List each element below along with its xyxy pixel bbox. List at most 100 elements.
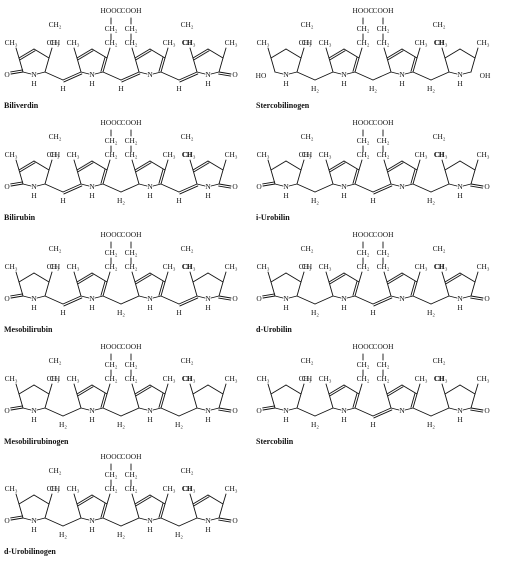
double-bond-line [120, 71, 140, 81]
ring-nh-hydrogen-label: H [341, 415, 347, 424]
double-bond-line [179, 73, 199, 83]
bond-line [270, 160, 287, 171]
bond-line [470, 281, 476, 297]
carboxyl-hooc-label: HOOC [353, 342, 374, 351]
bond-line [192, 384, 209, 395]
end-ring-methyl-label: CH₃ [5, 374, 18, 383]
bond-line [134, 57, 140, 73]
double-bond-line [62, 71, 82, 81]
bond-line [138, 407, 148, 411]
double-bond-line [410, 280, 416, 296]
bond-line [314, 295, 334, 305]
methine-h-label: H [176, 84, 182, 93]
bond-line [383, 383, 388, 395]
double-bond-line [77, 274, 94, 285]
bond-line [120, 517, 140, 527]
oxo-label: O [4, 406, 10, 415]
bond-line [178, 517, 198, 527]
end-ring-ch-label: CH [182, 484, 193, 493]
end-ring-methyl-label: CH₃ [225, 484, 238, 493]
end-ring-ch-label: CH [182, 150, 193, 159]
bond-line [73, 271, 78, 283]
carbonyl-bond [218, 519, 232, 523]
bond-line [390, 183, 400, 187]
carbonyl-bond [470, 409, 484, 413]
bond-line [325, 271, 330, 283]
ring-substituent-label: CH₃ [435, 374, 448, 383]
end-ring-ch2-label: CH₂ [433, 244, 446, 253]
bond-line [152, 183, 162, 187]
bond-line [267, 159, 272, 171]
ring-substituent-label: CH₃ [47, 38, 60, 47]
end-ring-ch-label: CH [302, 262, 313, 271]
double-bond-line [62, 295, 82, 305]
bond-line [314, 183, 334, 193]
end-ring-methyl-label: CH₃ [225, 150, 238, 159]
double-bond-line [19, 50, 36, 61]
compound-name: d-Urobilinogen [4, 547, 56, 556]
double-bond-line [76, 48, 93, 59]
bond-line [288, 183, 298, 187]
carbonyl-bond [218, 407, 232, 411]
carboxyl-cooh-label: COOH [373, 230, 395, 239]
bond-line [218, 57, 224, 73]
bond-line [448, 71, 458, 75]
bond-line [76, 281, 82, 297]
ring-nitrogen-label: N [89, 294, 95, 303]
double-bond-line [354, 393, 360, 409]
bond-line [178, 407, 198, 417]
end-ring-methyl-label: CH₃ [225, 374, 238, 383]
bond-line [346, 71, 356, 75]
ring-substituent-label: CH₂ [377, 38, 390, 47]
bond-line [412, 295, 432, 305]
bond-line [343, 272, 360, 283]
ring-nitrogen-label: N [31, 516, 37, 525]
end-ring-ch-label: CH [50, 374, 61, 383]
double-bond-line [77, 386, 94, 397]
oxo-label: O [4, 182, 10, 191]
double-bond-line [193, 496, 210, 507]
bond-line [196, 407, 206, 411]
end-ring-ch-label: CH [50, 150, 61, 159]
ring-nitrogen-label: N [399, 70, 405, 79]
bond-line [462, 183, 472, 187]
bond-line [160, 71, 180, 81]
double-bond-line [178, 71, 198, 81]
double-bond-line [354, 57, 360, 73]
double-bond-line [100, 392, 106, 408]
methylene-h2-label: H₂ [59, 530, 67, 539]
bond-line [325, 47, 330, 59]
oxo-label: O [484, 182, 490, 191]
end-ring-ch-label: CH [50, 484, 61, 493]
bond-line [358, 383, 363, 395]
ring-nitrogen-label: N [399, 182, 405, 191]
bond-line [270, 384, 287, 395]
double-bond-line [100, 56, 106, 72]
bond-line [189, 271, 194, 283]
double-bond-line [354, 281, 360, 297]
bond-line [386, 393, 392, 409]
double-bond-line [412, 393, 418, 409]
bond-line [18, 272, 35, 283]
bond-line [358, 159, 363, 171]
bond-line [62, 517, 82, 527]
methine-h-label: H [176, 308, 182, 317]
double-bond-line [63, 297, 83, 307]
bond-line [332, 71, 342, 75]
double-bond-line [102, 169, 108, 185]
ring-substituent-label: CH₃ [67, 150, 80, 159]
bond-line [390, 71, 400, 75]
end-ring-ch-label: CH [182, 374, 193, 383]
ring-substituent-label: CH₂ [377, 150, 390, 159]
bond-line [164, 47, 169, 59]
ring-nh-hydrogen-label: H [457, 79, 463, 88]
ring-nitrogen-label: N [457, 182, 463, 191]
bond-line [192, 281, 198, 297]
double-bond-line [193, 162, 210, 173]
double-bond-line [63, 185, 83, 195]
double-bond-line [77, 50, 94, 61]
bond-line [296, 183, 316, 193]
compound-name: Biliverdin [4, 101, 39, 110]
oxo-label: O [232, 294, 238, 303]
